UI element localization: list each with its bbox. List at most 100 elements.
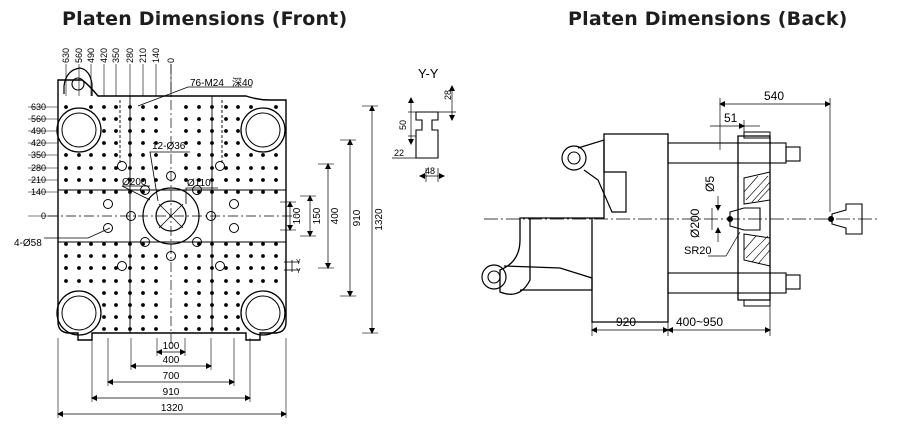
tapped-hole	[102, 190, 106, 194]
tapped-hole	[236, 129, 240, 133]
tapped-hole	[114, 266, 118, 270]
top-tick-label: 630	[61, 48, 71, 63]
tapped-hole	[210, 315, 214, 319]
front-view-title: Platen Dimensions (Front)	[62, 8, 348, 30]
tapped-hole	[102, 166, 106, 170]
tapped-hole	[197, 303, 201, 307]
tapped-hole	[141, 141, 145, 145]
tapped-hole	[64, 190, 68, 194]
back-dim-920: 920	[616, 315, 636, 329]
ejector-hole	[192, 185, 202, 195]
tapped-hole	[197, 141, 201, 145]
tapped-hole	[128, 254, 132, 258]
tapped-hole	[210, 254, 214, 258]
tapped-hole	[224, 117, 228, 121]
tapped-hole	[89, 153, 93, 157]
section-dim-28: 28	[443, 90, 453, 100]
tapped-hole	[224, 190, 228, 194]
tapped-hole	[184, 327, 188, 331]
left-tick-label: 350	[31, 150, 46, 160]
tapped-hole	[77, 242, 81, 246]
tapped-hole	[102, 315, 106, 319]
top-tick-label: 140	[151, 48, 161, 63]
tapped-hole	[154, 105, 158, 109]
ejector-hole	[206, 211, 216, 221]
tapped-hole	[89, 254, 93, 258]
tapped-hole	[236, 327, 240, 331]
tapped-hole	[197, 242, 201, 246]
section-dim-50: 50	[398, 120, 408, 130]
ejector-hole	[103, 223, 113, 233]
tapped-hole	[128, 303, 132, 307]
top-tick-label: 490	[86, 48, 96, 63]
bottom-dim-label: 400	[163, 355, 180, 366]
tapped-hole	[114, 129, 118, 133]
tapped-hole	[154, 129, 158, 133]
tapped-hole	[128, 315, 132, 319]
top-tick-label: 420	[99, 48, 109, 63]
tapped-hole	[128, 190, 132, 194]
tapped-hole	[114, 117, 118, 121]
back-moving-platen	[499, 133, 669, 323]
tapped-hole	[128, 266, 132, 270]
tapped-hole	[274, 279, 278, 283]
left-tick-label: 210	[31, 175, 46, 185]
tapped-hole	[114, 105, 118, 109]
tapped-hole	[141, 266, 145, 270]
tapped-hole	[89, 190, 93, 194]
tapped-hole	[128, 129, 132, 133]
tapped-hole	[154, 327, 158, 331]
back-locating-ring-hatch	[743, 171, 771, 267]
tapped-hole	[89, 166, 93, 170]
ring-outer-label: Ø200	[122, 177, 147, 188]
tapped-hole	[141, 129, 145, 133]
tapped-hole	[236, 105, 240, 109]
tapped-hole	[64, 242, 68, 246]
tapped-hole	[114, 153, 118, 157]
tapped-hole	[141, 190, 145, 194]
ejector-hole	[166, 251, 176, 261]
injection-nozzle-tip	[828, 216, 834, 222]
nozzle-tip	[727, 216, 733, 222]
tapped-hole	[224, 178, 228, 182]
tapped-hole	[210, 178, 214, 182]
tapped-hole	[77, 279, 81, 283]
tapped-hole	[236, 291, 240, 295]
section-dim-22: 22	[394, 148, 404, 158]
tapped-hole	[249, 178, 253, 182]
tapped-hole	[249, 190, 253, 194]
back-toggle-arm-upper	[577, 139, 627, 213]
tapped-hole	[154, 254, 158, 258]
tapped-hole	[77, 266, 81, 270]
right-dim-label: 100	[292, 207, 303, 224]
tapped-hole	[154, 166, 158, 170]
lower-pin-inner	[487, 270, 501, 284]
tapped-hole	[89, 178, 93, 182]
tapped-hole	[77, 178, 81, 182]
tapped-hole	[261, 190, 265, 194]
tapped-hole	[236, 266, 240, 270]
tapped-hole	[128, 178, 132, 182]
tapped-hole	[261, 153, 265, 157]
tapped-hole	[102, 254, 106, 258]
tapped-hole	[236, 153, 240, 157]
tapped-hole	[261, 178, 265, 182]
section-mark-arrows	[284, 260, 300, 272]
tapped-hole	[77, 190, 81, 194]
tapped-hole	[249, 105, 253, 109]
tapped-hole	[102, 303, 106, 307]
tapped-hole	[89, 279, 93, 283]
ejector-hole	[215, 161, 225, 171]
left-tick-label: 280	[31, 163, 46, 173]
tapped-hole	[236, 141, 240, 145]
tapped-hole	[210, 327, 214, 331]
tapped-hole	[128, 141, 132, 145]
tapped-hole	[184, 166, 188, 170]
tapped-hole	[210, 291, 214, 295]
tapped-hole	[210, 141, 214, 145]
tapped-hole	[197, 315, 201, 319]
tapped-hole	[210, 303, 214, 307]
tapped-hole	[114, 190, 118, 194]
